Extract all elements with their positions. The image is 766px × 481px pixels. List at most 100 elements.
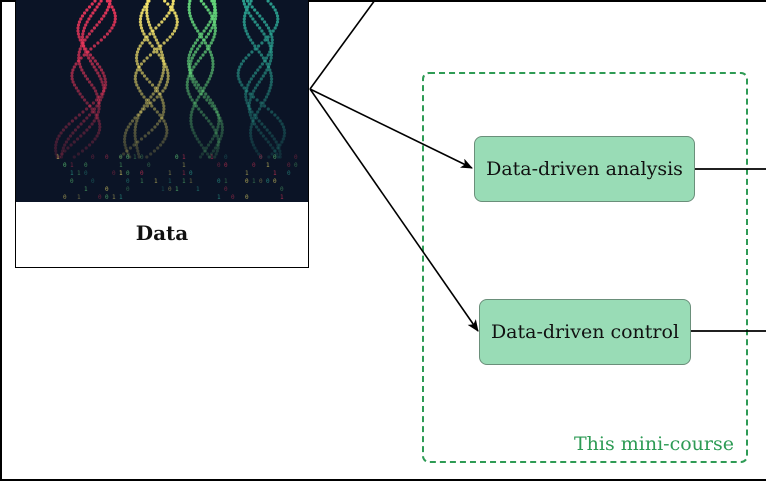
stream-dot bbox=[132, 143, 136, 147]
stream-dot bbox=[242, 17, 246, 21]
stream-dot bbox=[190, 47, 194, 51]
stream-dot bbox=[240, 83, 244, 87]
stream-dot bbox=[213, 8, 217, 12]
binary-glyph: 0 bbox=[217, 178, 221, 185]
stream-dot bbox=[187, 53, 191, 57]
stream-dot bbox=[266, 53, 270, 57]
stream-dot bbox=[253, 86, 257, 90]
stream-dot bbox=[139, 137, 144, 141]
stream-dot bbox=[212, 104, 217, 108]
stream-dot bbox=[264, 95, 269, 99]
stream-dot bbox=[84, 23, 88, 27]
stream-dot bbox=[54, 149, 58, 153]
stream-dot bbox=[248, 92, 252, 96]
stream-dot bbox=[99, 68, 104, 72]
stream-dot bbox=[187, 65, 191, 69]
stream-dot bbox=[244, 95, 248, 99]
stream-dot bbox=[204, 5, 208, 9]
stream-dot bbox=[257, 44, 261, 48]
stream-dot bbox=[159, 95, 163, 99]
stream-dot bbox=[269, 53, 273, 57]
stream-dot bbox=[151, 29, 155, 33]
stream-dot bbox=[260, 62, 264, 66]
stream-dot bbox=[199, 110, 203, 114]
stream-dot bbox=[164, 83, 168, 87]
stream-dot bbox=[190, 98, 194, 102]
stream-dot bbox=[190, 74, 195, 78]
stream-dot bbox=[283, 131, 287, 135]
stream-dot bbox=[216, 143, 221, 147]
stream-dot bbox=[135, 83, 139, 87]
stream-dot bbox=[104, 83, 108, 87]
stream-dot bbox=[249, 128, 253, 132]
stream-dot bbox=[95, 62, 100, 66]
stream-dot bbox=[251, 41, 255, 45]
stream-dot bbox=[163, 137, 167, 141]
stream-dot bbox=[92, 86, 96, 90]
stream-dot bbox=[220, 128, 224, 132]
stream-dot bbox=[138, 20, 142, 24]
stream-dot bbox=[146, 38, 150, 42]
stream-dot bbox=[82, 71, 86, 75]
stream-dot bbox=[98, 125, 102, 129]
stream-dot bbox=[160, 116, 164, 120]
stream-dot bbox=[88, 125, 92, 129]
stream-dot bbox=[188, 68, 192, 72]
stream-dot bbox=[276, 155, 280, 159]
stream-dot bbox=[246, 5, 250, 9]
stream-dot bbox=[209, 53, 213, 57]
stream-dot bbox=[104, 11, 108, 15]
stream-dot bbox=[54, 143, 58, 147]
stream-dot bbox=[76, 59, 80, 63]
stream-dot bbox=[94, 113, 98, 117]
stream-dot bbox=[128, 122, 132, 126]
binary-glyph: 0 bbox=[98, 194, 102, 201]
stream-dot bbox=[108, 0, 112, 3]
stream-dot bbox=[251, 74, 255, 78]
stream-dot bbox=[270, 134, 274, 138]
stream-dot bbox=[64, 140, 68, 144]
binary-glyph: 1 bbox=[182, 178, 186, 185]
stream-dot bbox=[77, 53, 81, 57]
stream-dot bbox=[197, 95, 201, 99]
stream-dot bbox=[187, 2, 191, 6]
stream-dot bbox=[125, 149, 129, 153]
stream-dot bbox=[243, 26, 247, 30]
stream-dot bbox=[207, 44, 212, 48]
node-analysis-label: Data-driven analysis bbox=[486, 158, 683, 180]
binary-glyph: 1 bbox=[182, 154, 186, 161]
stream-dot bbox=[76, 32, 80, 36]
stream-dot bbox=[105, 32, 109, 36]
stream-dot bbox=[78, 92, 82, 96]
stream-dot bbox=[112, 8, 116, 12]
stream-dot bbox=[169, 5, 173, 9]
stream-dot bbox=[145, 2, 149, 6]
stream-dot bbox=[190, 56, 194, 60]
stream-dot bbox=[60, 152, 64, 156]
stream-dot bbox=[72, 83, 77, 87]
stream-dot bbox=[278, 152, 282, 156]
stream-dot bbox=[133, 125, 137, 129]
stream-dot bbox=[255, 83, 259, 87]
stream-dot bbox=[186, 89, 190, 93]
stream-dot bbox=[155, 89, 160, 93]
stream-dot bbox=[95, 104, 99, 108]
stream-dot bbox=[74, 116, 78, 120]
stream-dot bbox=[150, 44, 154, 48]
stream-dot bbox=[97, 74, 101, 78]
stream-dot bbox=[273, 149, 277, 153]
stream-dot bbox=[249, 116, 254, 120]
stream-dot bbox=[85, 35, 89, 39]
stream-dot bbox=[144, 35, 148, 39]
binary-glyph: 1 bbox=[119, 170, 123, 177]
stream-dot bbox=[188, 11, 192, 15]
stream-dot bbox=[140, 11, 144, 15]
stream-dot bbox=[149, 26, 153, 30]
stream-dot bbox=[263, 38, 267, 42]
stream-dot bbox=[97, 98, 101, 102]
stream-dot bbox=[268, 50, 272, 54]
stream-dot bbox=[264, 35, 268, 39]
binary-glyph: 1 bbox=[217, 194, 221, 201]
stream-dot bbox=[53, 146, 58, 150]
